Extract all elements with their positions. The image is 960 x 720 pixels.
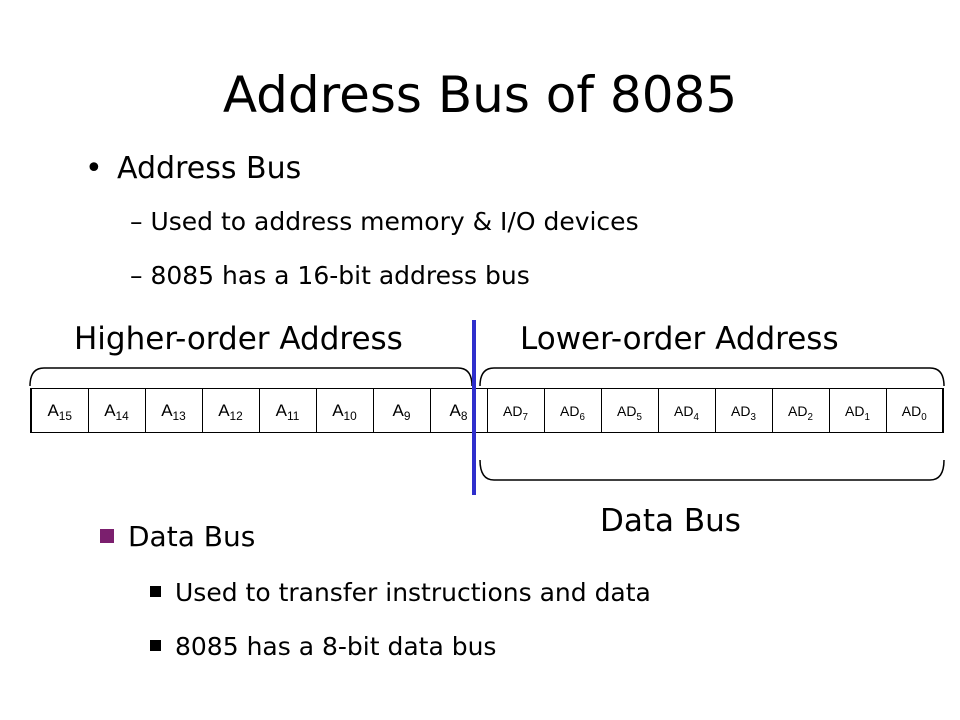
address-bus-item-2: – 8085 has a 16-bit address bus [130,260,530,292]
data-bus-heading: Data Bus [128,520,256,553]
pin-index: 14 [115,408,129,423]
higher-order-brace [29,367,473,387]
address-data-pin-cell: AD3 [714,388,773,433]
pin-name: A [332,400,344,420]
item-text: Used to transfer instructions and data [175,578,651,607]
pin-index: 15 [58,408,73,423]
pin-name: AD [503,402,523,419]
address-pin-cell: A10 [315,388,374,433]
pin-name: A [104,400,116,420]
data-bus-brace [479,459,945,481]
address-data-pin-cell: AD2 [771,388,830,433]
address-pin-cell: A13 [144,388,203,433]
data-bus-diagram-label: Data Bus [600,503,741,539]
address-pin-cell: A15 [30,388,89,433]
pin-index: 4 [693,411,699,423]
higher-order-address-label: Higher-order Address [74,321,403,357]
pin-index: 5 [636,411,642,423]
square-bullet-icon [150,586,161,597]
address-data-pin-cell: AD5 [600,388,659,433]
pin-name: A [275,400,287,420]
pin-name: AD [617,402,637,419]
pin-name: AD [731,402,751,419]
bullet-dot: • [85,151,103,186]
address-pin-cell: A8 [429,388,488,433]
address-data-pin-cell: AD1 [828,388,887,433]
pin-index: 11 [287,408,300,423]
address-pin-cell: A9 [372,388,431,433]
address-pin-cell: A14 [87,388,146,433]
address-bus-bullet: • Address Bus [85,150,301,188]
pin-name: A [449,400,461,420]
item-text: Used to address memory & I/O devices [150,207,639,236]
address-bus-heading: Address Bus [117,151,302,186]
pin-index: 13 [172,408,186,423]
pin-index: 0 [921,411,927,423]
address-bus-item-1: – Used to address memory & I/O devices [130,206,639,238]
pin-name: AD [901,402,922,419]
data-bus-bullet: Data Bus [100,518,255,556]
pin-name: A [218,400,230,420]
address-data-pin-cell: AD6 [543,388,602,433]
pin-index: 8 [460,408,468,423]
pin-name: A [47,400,59,420]
square-bullet-icon [150,640,161,651]
pin-index: 9 [403,408,411,423]
pin-name: A [161,400,173,420]
pin-index: 6 [579,411,585,423]
pin-index: 1 [864,411,870,423]
pin-name: AD [674,402,694,419]
address-data-pin-cell: AD7 [486,388,545,433]
pin-index: 12 [229,408,243,423]
address-pin-cell: A11 [258,388,317,433]
data-bus-item-1: Used to transfer instructions and data [150,576,651,610]
dash-mark: – [130,207,143,236]
pin-name: AD [845,402,865,419]
data-bus-item-2: 8085 has a 8-bit data bus [150,630,496,664]
pin-name: A [392,400,404,420]
item-text: 8085 has a 16-bit address bus [150,261,530,290]
address-pin-cell: A12 [201,388,260,433]
square-bullet-icon [100,529,114,543]
pin-index: 2 [807,411,813,423]
lower-order-address-label: Lower-order Address [520,321,839,357]
pin-index: 7 [522,411,528,423]
slide-title: Address Bus of 8085 [222,66,738,124]
dash-mark: – [130,261,143,290]
pin-index: 10 [343,408,357,423]
lower-order-brace [479,367,945,387]
address-divider-line [472,320,476,495]
item-text: 8085 has a 8-bit data bus [175,632,497,661]
address-data-pin-cell: AD4 [657,388,716,433]
pin-name: AD [560,402,580,419]
address-data-pin-cell: AD0 [885,388,944,433]
pin-index: 3 [750,411,756,423]
pin-name: AD [788,402,808,419]
